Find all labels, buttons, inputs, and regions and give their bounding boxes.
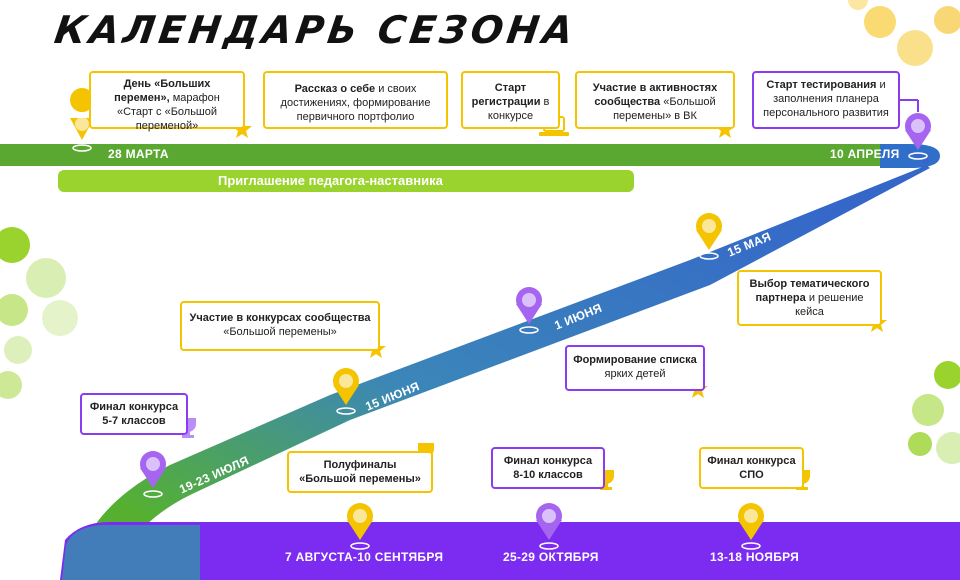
event-card: Старт тестирования и заполнения планера …	[752, 71, 900, 129]
event-card: День «Больших перемен», марафон «Старт с…	[89, 71, 245, 132]
event-card: Финал конкурса СПО	[699, 447, 804, 489]
pin-icon	[70, 88, 95, 152]
pin-icon	[516, 287, 542, 334]
date-label: 7 АВГУСТА-10 СЕНТЯБРЯ	[285, 550, 444, 564]
invite-bar-label: Приглашение педагога-наставника	[218, 173, 443, 188]
date-label: 28 МАРТА	[108, 147, 169, 161]
road-bottom	[60, 522, 960, 580]
pin-icon	[140, 451, 166, 498]
pin-icon	[696, 213, 722, 260]
road-top	[0, 144, 905, 166]
event-card: Старт регистрации в конкурсе	[461, 71, 560, 129]
decor-circles	[0, 0, 960, 464]
pin-icon	[347, 503, 373, 550]
event-card: Рассказ о себе и своих достижениях, форм…	[263, 71, 448, 129]
pin-icon	[738, 503, 764, 550]
invite-bar: Приглашение педагога-наставника	[58, 170, 634, 192]
date-label: 13-18 НОЯБРЯ	[710, 550, 800, 564]
event-card: Выбор тематического партнера и решение к…	[737, 270, 882, 326]
event-card: Полуфиналы «Большой перемены»	[287, 451, 433, 493]
event-card: Финал конкурса 8-10 классов	[491, 447, 605, 489]
date-label: 25-29 ОКТЯБРЯ	[503, 550, 599, 564]
page-title: КАЛЕНДАРЬ СЕЗОНА	[51, 8, 580, 52]
event-card: Финал конкурса 5-7 классов	[80, 393, 188, 435]
date-label: 10 АПРЕЛЯ	[830, 147, 900, 161]
event-card: Формирование списка ярких детей	[565, 345, 705, 391]
pin-icon	[905, 113, 931, 160]
road-diagonal	[65, 150, 930, 560]
event-card: Участие в активностях сообщества «Большо…	[575, 71, 735, 129]
event-card: Участие в конкурсах сообщества «Большой …	[180, 301, 380, 351]
pin-icon	[536, 503, 562, 550]
pin-icon	[333, 368, 359, 415]
